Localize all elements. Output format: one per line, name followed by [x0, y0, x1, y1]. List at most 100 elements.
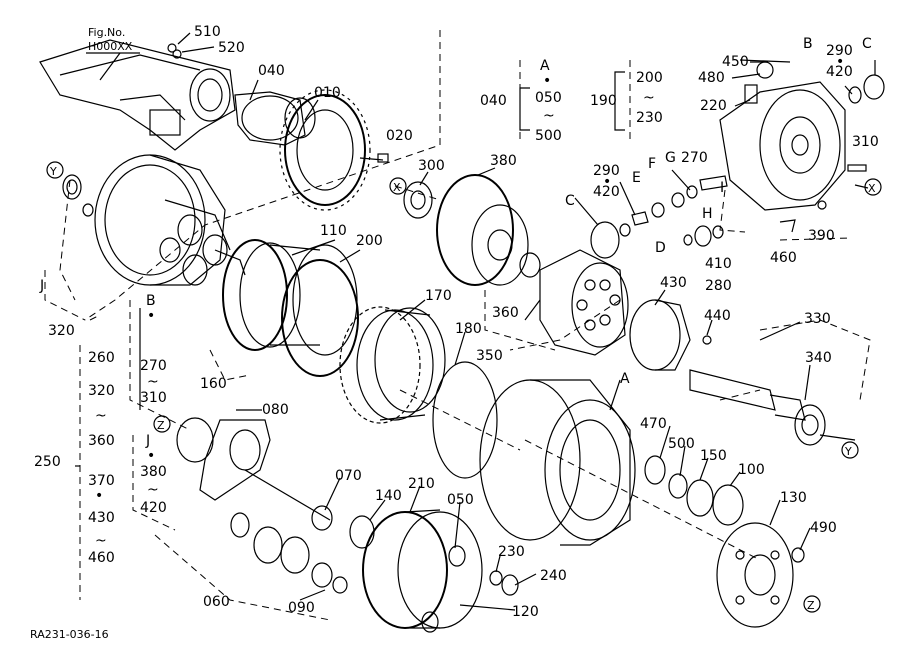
- drawing-id: RA231-036-16: [30, 628, 109, 641]
- tilde-marker: ~: [543, 108, 555, 124]
- part-label: 390: [808, 228, 835, 244]
- dot-marker: •: [147, 448, 155, 464]
- part-label: 100: [738, 462, 765, 478]
- part-label: 160: [200, 376, 227, 392]
- part-label: F: [648, 156, 656, 172]
- part-label: 370: [88, 473, 115, 489]
- part-label: 430: [660, 275, 687, 291]
- part-label: 270: [681, 150, 708, 166]
- letter-markers: Y J X Z A B C X Y Z A B J: [39, 36, 882, 613]
- part-label: 070: [335, 468, 362, 484]
- part-label: 240: [540, 568, 567, 584]
- part-label: 170: [425, 288, 452, 304]
- part-label: 090: [288, 600, 315, 616]
- part-label: 470: [640, 416, 667, 432]
- marker-b-left: B: [146, 293, 156, 309]
- part-label: 060: [203, 594, 230, 610]
- part-label: 450: [722, 54, 749, 70]
- marker-j-lower: J: [145, 433, 150, 449]
- part-label: H: [702, 206, 713, 222]
- part-label: 360: [88, 433, 115, 449]
- part-label: 320: [88, 383, 115, 399]
- part-label: 270: [140, 358, 167, 374]
- part-label: D: [655, 240, 666, 256]
- bracket-lines: [44, 60, 851, 621]
- tilde-marker: ~: [95, 533, 107, 549]
- part-label: 260: [88, 350, 115, 366]
- part-label: 380: [490, 153, 517, 169]
- marker-y-left: Y: [49, 165, 57, 178]
- part-label: 430: [88, 510, 115, 526]
- part-label: 250: [34, 454, 61, 470]
- part-label: C: [565, 193, 575, 209]
- plug-c: [863, 74, 885, 100]
- plug-c-lower: [590, 221, 620, 259]
- part-label: 330: [804, 311, 831, 327]
- bearing-170: [339, 306, 446, 424]
- plate-380: [436, 174, 529, 286]
- part-label: 130: [780, 490, 807, 506]
- part-label: 510: [194, 24, 221, 40]
- figure-reference: Fig.No. H000XX: [86, 26, 140, 81]
- part-label: 320: [48, 323, 75, 339]
- part-label: 230: [636, 110, 663, 126]
- part-label: 340: [805, 350, 832, 366]
- marker-b-top: B: [803, 36, 813, 52]
- part-label: 440: [704, 308, 731, 324]
- tilde-marker: ~: [95, 408, 107, 424]
- part-label: 300: [418, 158, 445, 174]
- part-label: I: [720, 180, 724, 196]
- bearing-340: [794, 404, 826, 446]
- part-label: 050: [447, 492, 474, 508]
- part-label: 180: [455, 321, 482, 337]
- dot-marker: •: [95, 488, 103, 504]
- gear-housing-a: [479, 379, 636, 546]
- part-label: 460: [770, 250, 797, 266]
- part-label: 310: [852, 134, 879, 150]
- part-label: G: [665, 150, 676, 166]
- cylinder-block: [539, 249, 629, 356]
- part-label: 420: [593, 184, 620, 200]
- shaft-330: [689, 369, 806, 421]
- part-label: 380: [140, 464, 167, 480]
- drum-210: [362, 509, 483, 633]
- cover-plate-130: [716, 522, 794, 628]
- tilde-marker: ~: [643, 90, 655, 106]
- fig-label: Fig.No.: [88, 26, 125, 39]
- marker-y-right: Y: [844, 445, 852, 458]
- part-label: E: [632, 170, 641, 186]
- dot-marker: •: [603, 174, 611, 190]
- valve-cover: [719, 59, 846, 211]
- marker-z-left: Z: [157, 419, 165, 432]
- part-label: 200: [356, 233, 383, 249]
- tilde-marker: ~: [147, 482, 159, 498]
- part-label: 290: [593, 163, 620, 179]
- part-label: 150: [700, 448, 727, 464]
- dot-marker: •: [543, 73, 551, 89]
- part-label: 190: [590, 93, 617, 109]
- part-label: 420: [140, 500, 167, 516]
- part-label: 040: [258, 63, 285, 79]
- part-label: 140: [375, 488, 402, 504]
- dot-marker: •: [836, 54, 844, 70]
- marker-c-top: C: [862, 36, 872, 52]
- range-markers: ~ ~ ~ ~ ~ ~ • • • • • •: [95, 54, 844, 549]
- marker-a-housing: A: [620, 371, 630, 387]
- bearing-300: [403, 181, 433, 219]
- planet-carrier: [176, 417, 348, 594]
- marker-x-center: X: [393, 181, 401, 194]
- motor-040: [234, 91, 316, 146]
- part-label: 010: [314, 85, 341, 101]
- swash-plate-430: [629, 299, 691, 371]
- part-label: 220: [700, 98, 727, 114]
- part-number-labels: 510 520 040 010 020 300 380 040 050 500 …: [34, 24, 879, 620]
- part-label: 480: [698, 70, 725, 86]
- part-label: 410: [705, 256, 732, 272]
- marker-x-right: X: [868, 182, 876, 195]
- part-label: 350: [476, 348, 503, 364]
- part-label: 500: [668, 436, 695, 452]
- part-label: 080: [262, 402, 289, 418]
- snap-360: [519, 252, 541, 278]
- part-label: 120: [512, 604, 539, 620]
